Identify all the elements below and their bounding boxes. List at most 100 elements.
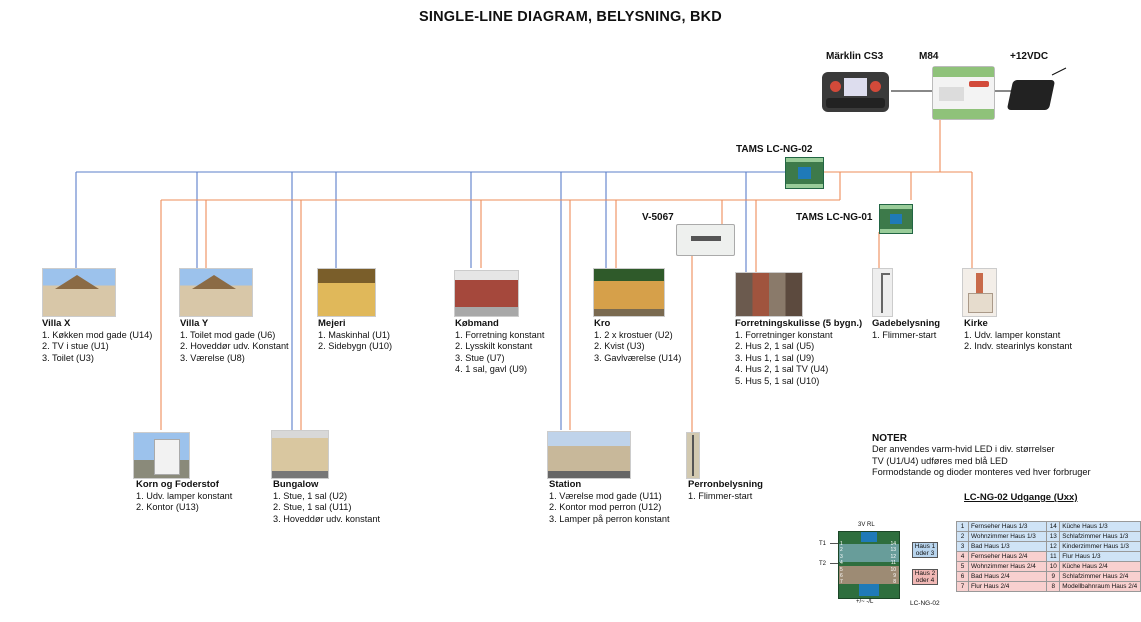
cell: Flur Haus 2/4 [968, 582, 1046, 592]
node-item: 2. Stue, 1 sal (U11) [273, 502, 380, 514]
node-item: 1. 2 x krostuer (U2) [594, 330, 681, 342]
board-pin: 8 [884, 579, 896, 585]
outputs-title: LC-NG-02 Udgange (Uxx) [964, 492, 1077, 503]
table-row: 7 Flur Haus 2/4 8 Modellbahnraum Haus 2/… [957, 582, 1141, 592]
node-item: 1. Køkken mod gade (U14) [42, 330, 152, 342]
node-item: 3. Toilet (U3) [42, 353, 152, 365]
node-item: 3. Stue (U7) [455, 353, 544, 365]
node-title: Kro [594, 318, 681, 330]
node-title: Villa Y [180, 318, 289, 330]
node-item: 1. Stue, 1 sal (U2) [273, 491, 380, 503]
board-left-pins: 1 2 3 4 5 6 7 [840, 541, 848, 586]
kirke-picture [962, 268, 997, 317]
node-item: 1. Udv. lamper konstant [964, 330, 1072, 342]
m84-label: M84 [919, 51, 938, 62]
villa-x-picture [42, 268, 116, 317]
node-title: Station [549, 479, 670, 491]
node-bungalow: Bungalow 1. Stue, 1 sal (U2) 2. Stue, 1 … [273, 479, 380, 525]
cell: 8 [1047, 582, 1060, 592]
table-row: 5 Wohnzimmer Haus 2/4 10 Küche Haus 2/4 [957, 562, 1141, 572]
node-item: 1. Værelse mod gade (U11) [549, 491, 670, 503]
cell: 1 [957, 522, 969, 532]
node-item: 3. Hoveddør udv. konstant [273, 514, 380, 526]
cell: 6 [957, 572, 969, 582]
cs3-device [822, 72, 889, 112]
node-item: 2. Lysskilt konstant [455, 341, 544, 353]
node-item: 3. Værelse (U8) [180, 353, 289, 365]
cell: Wohnzimmer Haus 1/3 [968, 532, 1046, 542]
board-pin: 7 [840, 579, 848, 585]
node-item: 4. Hus 2, 1 sal TV (U4) [735, 364, 862, 376]
node-item: 1. Forretninger konstant [735, 330, 862, 342]
korn-picture [133, 432, 190, 479]
board-t1-leader [830, 543, 838, 544]
cell: Fernseher Haus 2/4 [968, 552, 1046, 562]
cell: Schlafzimmer Haus 2/4 [1060, 572, 1141, 582]
cell: 13 [1047, 532, 1060, 542]
haus13-label: Haus 1 oder 3 [912, 542, 938, 558]
cell: 10 [1047, 562, 1060, 572]
cell: 7 [957, 582, 969, 592]
m84-device [932, 66, 995, 120]
node-item: 1. Flimmer-start [688, 491, 763, 503]
cell: 11 [1047, 552, 1060, 562]
node-item: 1. Forretning konstant [455, 330, 544, 342]
table-row: 1 Fernseher Haus 1/3 14 Küche Haus 1/3 [957, 522, 1141, 532]
psu-device [1007, 80, 1055, 110]
forretningskulisse-picture [735, 272, 803, 317]
cell: Bad Haus 1/3 [968, 542, 1046, 552]
cell: 3 [957, 542, 969, 552]
node-title: Korn og Foderstof [136, 479, 232, 491]
notes-block: NOTER Der anvendes varm-hvid LED i div. … [872, 433, 1091, 479]
node-item: 1. Udv. lamper konstant [136, 491, 232, 503]
cell: 12 [1047, 542, 1060, 552]
node-station: Station 1. Værelse mod gade (U11) 2. Kon… [549, 479, 670, 525]
table-row: 2 Wohnzimmer Haus 1/3 13 Schlafzimmer Ha… [957, 532, 1141, 542]
cell: Schlafzimmer Haus 1/3 [1060, 532, 1141, 542]
cell: Wohnzimmer Haus 2/4 [968, 562, 1046, 572]
note-line: Der anvendes varm-hvid LED i div. større… [872, 444, 1091, 456]
cs3-label: Märklin CS3 [826, 51, 883, 62]
kro-picture [593, 268, 665, 317]
node-mejeri: Mejeri 1. Maskinhal (U1) 2. Sidebygn (U1… [318, 318, 392, 353]
node-item: 2. Kvist (U3) [594, 341, 681, 353]
node-title: Kirke [964, 318, 1072, 330]
tams01-label: TAMS LC-NG-01 [796, 212, 872, 223]
table-row: 3 Bad Haus 1/3 12 Kinderzimmer Haus 1/3 [957, 542, 1141, 552]
node-title: Perronbelysning [688, 479, 763, 491]
node-forretningskulisse: Forretningskulisse (5 bygn.) 1. Forretni… [735, 318, 862, 387]
node-villa-x: Villa X 1. Køkken mod gade (U14) 2. TV i… [42, 318, 152, 364]
node-title: Bungalow [273, 479, 380, 491]
node-item: 5. Hus 5, 1 sal (U10) [735, 376, 862, 388]
node-title: Forretningskulisse (5 bygn.) [735, 318, 862, 330]
cell: 14 [1047, 522, 1060, 532]
table-row: 4 Fernseher Haus 2/4 11 Flur Haus 1/3 [957, 552, 1141, 562]
board-t1: T1 [819, 541, 826, 547]
cell: Flur Haus 1/3 [1060, 552, 1141, 562]
cell: 2 [957, 532, 969, 542]
cell: Modellbahnraum Haus 2/4 [1060, 582, 1141, 592]
cell: Bad Haus 2/4 [968, 572, 1046, 582]
node-korn-og-foderstof: Korn og Foderstof 1. Udv. lamper konstan… [136, 479, 232, 514]
tams01-module [879, 204, 913, 234]
cell: Fernseher Haus 1/3 [968, 522, 1046, 532]
outputs-table: 1 Fernseher Haus 1/3 14 Küche Haus 1/3 2… [956, 521, 1141, 592]
board-caption: LC-NG-02 [910, 600, 940, 607]
board-t2-leader [830, 563, 838, 564]
node-gadebelysning: Gadebelysning 1. Flimmer-start [872, 318, 940, 341]
node-title: Købmand [455, 318, 544, 330]
node-kobmand: Købmand 1. Forretning konstant 2. Lysski… [455, 318, 544, 376]
haus24-label: Haus 2 oder 4 [912, 569, 938, 585]
node-item: 2. TV i stue (U1) [42, 341, 152, 353]
villa-y-picture [179, 268, 253, 317]
cell: 5 [957, 562, 969, 572]
tams02-module [785, 157, 824, 189]
table-row: 6 Bad Haus 2/4 9 Schlafzimmer Haus 2/4 [957, 572, 1141, 582]
psu-label: +12VDC [1010, 51, 1048, 62]
node-villa-y: Villa Y 1. Toilet mod gade (U6) 2. Hoved… [180, 318, 289, 364]
node-perronbelysning: Perronbelysning 1. Flimmer-start [688, 479, 763, 502]
node-item: 3. Hus 1, 1 sal (U9) [735, 353, 862, 365]
notes-title: NOTER [872, 433, 1091, 444]
station-picture [547, 431, 631, 479]
node-kro: Kro 1. 2 x krostuer (U2) 2. Kvist (U3) 3… [594, 318, 681, 364]
